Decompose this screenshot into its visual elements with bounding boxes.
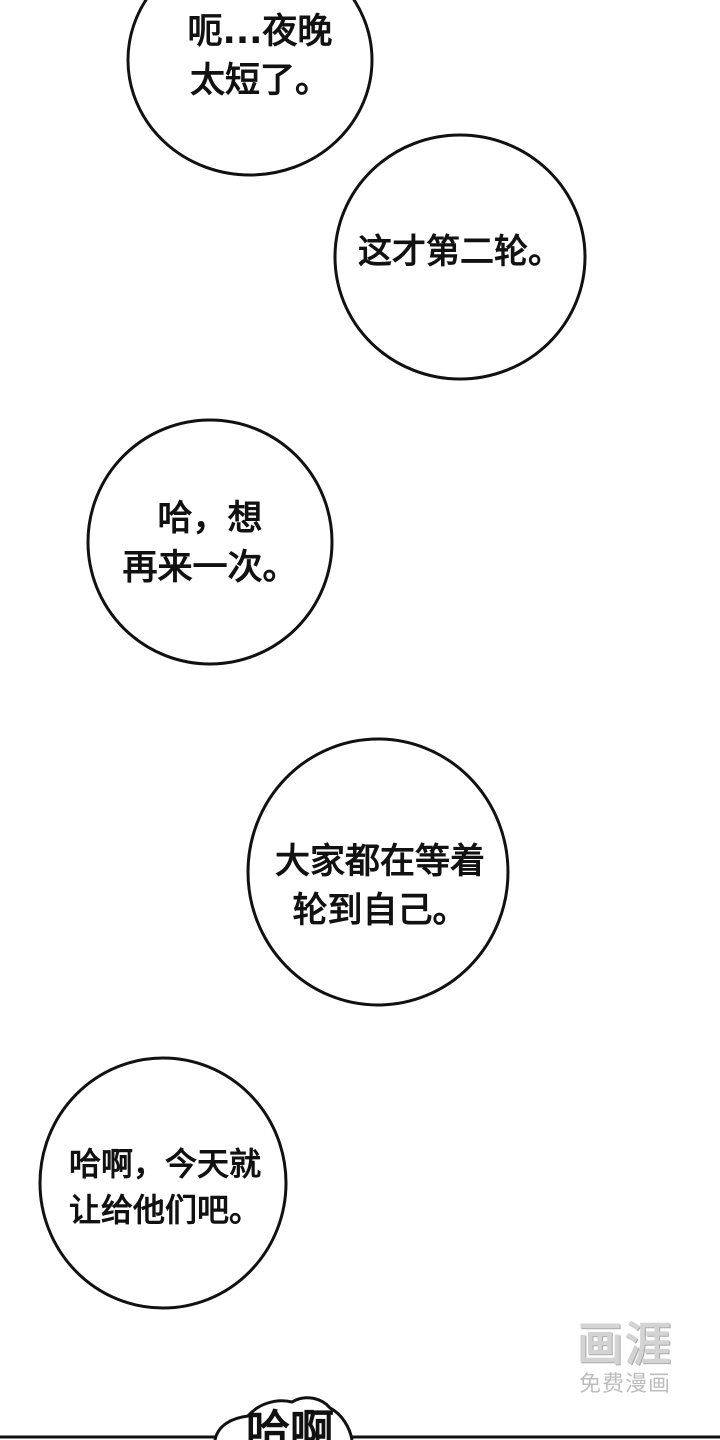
watermark-logo: 画涯 (577, 1318, 673, 1370)
speech-bubble-5 (38, 1056, 288, 1310)
speech-bubble-4 (246, 737, 510, 1007)
speech-text-1: 呃...夜晚 太短了。 (187, 12, 333, 101)
watermark: 画涯 免费漫画 (560, 1318, 690, 1398)
speech-text-3: 哈，想 再来一次。 (122, 499, 298, 588)
speech-bubble-1 (126, 0, 374, 177)
speech-text-5: 哈啊，今天就 让给他们吧。 (68, 1145, 261, 1229)
speech-text-4: 大家都在等着 轮到自己。 (274, 842, 485, 931)
sfx-burst-outline (213, 1396, 354, 1440)
speech-bubble-2 (333, 133, 587, 381)
speech-bubble-3 (86, 418, 334, 666)
watermark-subtitle: 免费漫画 (578, 1371, 671, 1396)
speech-text-2: 这才第二轮。 (358, 232, 562, 272)
sound-effect-text: 哈啊 (246, 1406, 334, 1440)
